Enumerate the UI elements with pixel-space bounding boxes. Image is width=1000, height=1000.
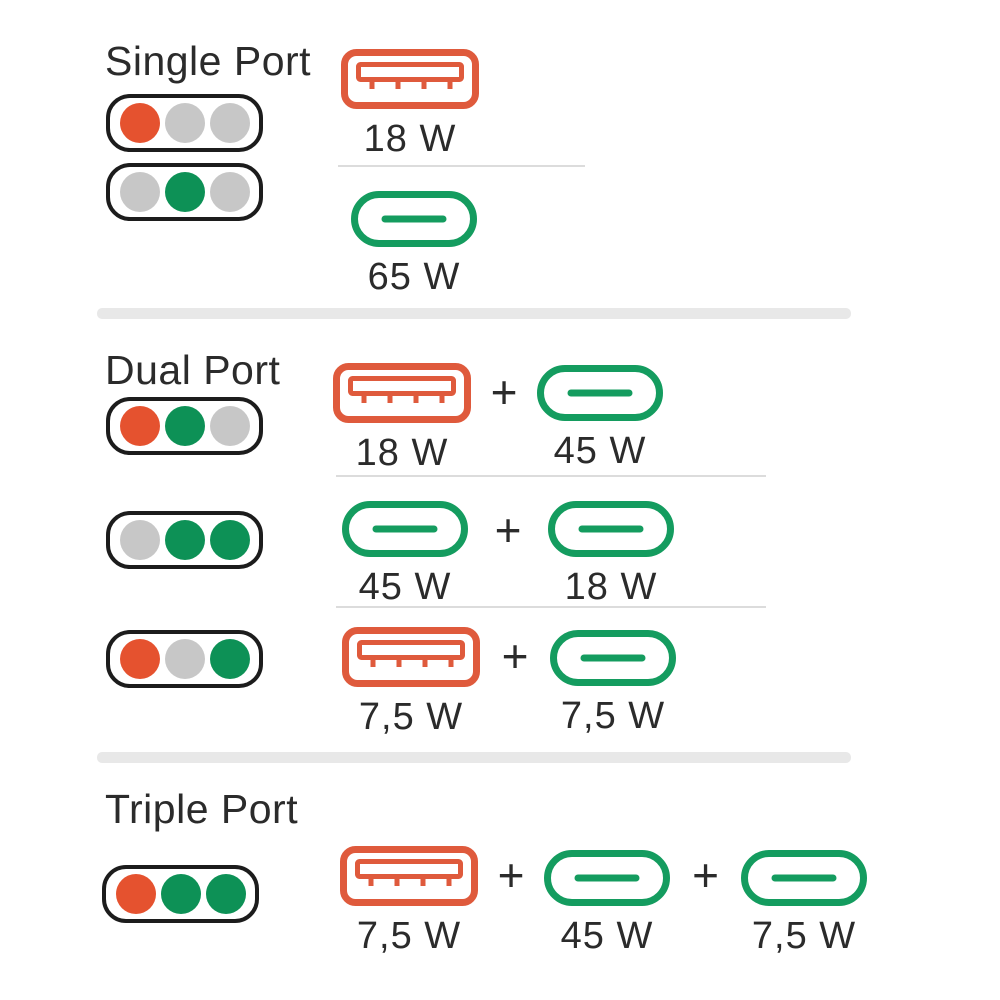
indicator-dot [164,520,205,560]
indicator-dot [119,103,160,143]
section-divider [97,752,851,763]
row-divider [336,606,766,608]
port-combo: 7,5 W + 45 W + 7,5 W [340,846,867,958]
indicator-dot [119,172,160,212]
usb-c-icon [537,365,663,421]
port-unit: 7,5 W [342,627,480,739]
wattage-label: 7,5 W [356,915,462,957]
indicator-dot [160,874,201,914]
wattage-label: 7,5 W [560,695,666,737]
wattage-label: 18 W [363,118,457,160]
wattage-label: 18 W [355,432,449,474]
section-divider [97,308,851,319]
port-indicator [106,163,263,221]
port-unit: 65 W [351,191,477,299]
plus-sign: + [497,849,525,901]
section-title-dual-port: Dual Port [105,347,281,393]
usb-a-icon [333,363,471,423]
port-combo: 65 W [351,191,477,299]
usb-c-icon [544,850,670,906]
port-unit: 7,5 W [550,627,676,738]
indicator-dot [115,874,156,914]
plus-sign: + [494,504,522,556]
indicator-dot [209,639,250,679]
wattage-label: 45 W [560,915,654,957]
port-indicator [106,511,263,569]
port-indicator [106,397,263,455]
indicator-dot [209,172,250,212]
port-combo: 18 W [341,49,479,161]
wattage-label: 45 W [358,566,452,608]
wattage-label: 45 W [553,430,647,472]
usb-c-icon [342,501,468,557]
port-unit: 7,5 W [741,846,867,958]
row-divider [336,475,766,477]
port-indicator [106,94,263,152]
port-unit: 45 W [537,363,663,473]
port-combo: 18 W + 45 W [333,363,663,475]
plus-sign: + [490,366,518,418]
indicator-dot [164,406,205,446]
port-unit: 45 W [544,846,670,958]
indicator-dot [164,103,205,143]
usb-a-icon [342,627,480,687]
port-unit: 18 W [548,501,674,609]
port-unit: 7,5 W [340,846,478,958]
section-title-triple-port: Triple Port [105,786,299,832]
section-title-single-port: Single Port [105,38,312,84]
usb-c-icon [548,501,674,557]
usb-c-icon [351,191,477,247]
usb-c-icon [550,630,676,686]
port-combo: 45 W + 18 W [342,501,674,609]
indicator-dot [205,874,246,914]
indicator-dot [119,406,160,446]
usb-c-icon [741,850,867,906]
indicator-dot [119,639,160,679]
indicator-dot [164,639,205,679]
wattage-label: 7,5 W [358,696,464,738]
indicator-dot [209,406,250,446]
plus-sign: + [692,849,719,901]
indicator-dot [209,103,250,143]
indicator-dot [164,172,205,212]
usb-a-icon [341,49,479,109]
port-unit: 18 W [333,363,471,475]
port-indicator [106,630,263,688]
port-unit: 18 W [341,49,479,161]
row-divider [338,165,585,167]
wattage-label: 7,5 W [751,915,857,957]
wattage-label: 18 W [564,566,658,608]
indicator-dot [119,520,160,560]
usb-a-icon [340,846,478,906]
indicator-dot [209,520,250,560]
port-combo: 7,5 W + 7,5 W [342,627,676,739]
port-indicator [102,865,259,923]
port-unit: 45 W [342,501,468,609]
wattage-label: 65 W [367,256,461,298]
plus-sign: + [501,630,529,682]
